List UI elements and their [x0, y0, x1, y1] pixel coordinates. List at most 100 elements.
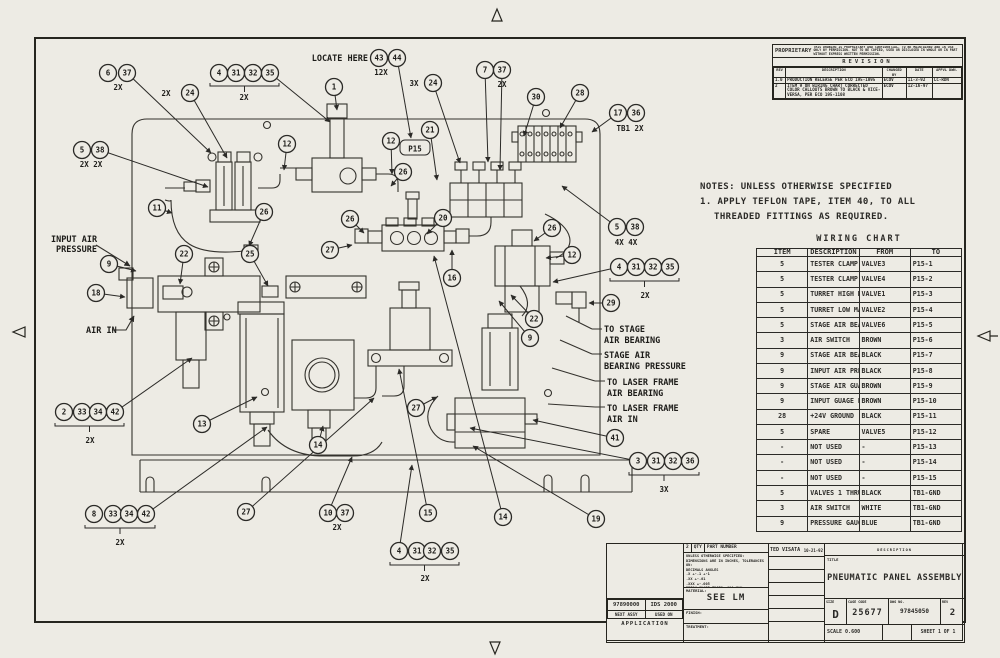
signature-block: TED VISATA 10-21-92 — [768, 543, 825, 643]
diagram-label: STAGE AIR — [604, 351, 651, 361]
table-cell: 3 — [755, 332, 809, 349]
balloon-38 — [625, 217, 645, 237]
drawing-number-row: SIZE D CAGE CODE 25677 DWG NO. 97845050 … — [825, 599, 964, 625]
leader-line — [561, 185, 618, 228]
balloon-number: 37 — [497, 66, 506, 75]
diagram-label: PRESSURE — [56, 245, 97, 255]
table-cell: TB1-GND — [909, 484, 963, 502]
finish-row: FINISH: — [684, 610, 768, 624]
table-cell: P15-11 — [909, 408, 963, 425]
balloon-number: 42 — [141, 510, 150, 519]
diagram-label: BEARING PRESSURE — [604, 362, 686, 372]
balloon-number: 36 — [685, 457, 695, 466]
table-cell: PRESSURE GAUGE WIRES — [807, 515, 860, 533]
leader-line — [397, 368, 429, 514]
table-cell: STAGE AIR BEARING — [807, 317, 860, 334]
balloon-number: 37 — [122, 69, 131, 78]
table-cell: NOT USED — [807, 439, 860, 456]
balloon-37 — [117, 63, 137, 83]
tolerance-line: .X +-.1 +-1 — [686, 572, 710, 577]
tolerance-line: .XXX +-.005 — [686, 581, 710, 586]
balloon-number: 32 — [427, 547, 436, 556]
table-cell: TURRET HIGH MAG — [807, 286, 860, 303]
qty-label: 2X — [113, 83, 123, 92]
rev-cell: REV 2 — [941, 599, 964, 624]
drawing-title: PNEUMATIC PANEL ASSEMBLY — [827, 573, 962, 583]
scale-value: SCALE 0.600 — [825, 625, 883, 641]
diagram-label: AIR IN — [607, 415, 638, 425]
tolerance-line: DIMENSIONS ARE IN INCHES, TOLERANCES ON: — [686, 558, 764, 568]
notes-line: NOTES: UNLESS OTHERWISE SPECIFIED — [700, 182, 893, 192]
balloon-4 — [389, 541, 409, 561]
qty-label: 12X — [374, 68, 388, 77]
edge-marks — [11, 7, 998, 656]
diagram-label: LOCATE HERE — [312, 54, 368, 64]
table-cell: +24V GROUND — [807, 408, 860, 425]
qty-label: TB1 2X — [616, 124, 644, 133]
balloon-number: 15 — [423, 509, 432, 518]
leader-line — [484, 69, 491, 163]
balloon-5 — [72, 140, 92, 160]
balloon-number: 38 — [95, 146, 105, 155]
table-cell: INPUT AIR PRESSURE — [807, 362, 860, 380]
material-row: MATERIAL: SEE LM — [684, 588, 768, 610]
table-cell: - — [858, 454, 911, 471]
balloon-36 — [680, 451, 700, 471]
balloon-12 — [381, 131, 401, 151]
cage-value: 25677 — [852, 608, 883, 618]
table-cell: VALVE6 — [858, 317, 911, 334]
balloon-29 — [601, 293, 621, 313]
leader-line — [269, 72, 331, 123]
diagram-label: AIR BEARING — [607, 389, 663, 399]
qty-label: 2X — [239, 93, 249, 102]
balloon-number: 17 — [613, 109, 622, 118]
balloon-22 — [174, 244, 194, 264]
table-cell: 5 — [755, 271, 809, 288]
balloon-number: 5 — [615, 223, 620, 232]
balloon-number: 38 — [630, 223, 640, 232]
tolerance-line: .XX +-.01 — [686, 576, 706, 581]
balloon-44 — [387, 48, 407, 68]
balloon-27 — [236, 502, 256, 522]
balloon-number: 36 — [631, 109, 641, 118]
signature-row — [769, 583, 824, 596]
qty-bracket — [389, 562, 460, 571]
balloon-number: 22 — [529, 315, 538, 324]
balloon-number: 3 — [636, 457, 641, 466]
balloon-37 — [492, 60, 512, 80]
p15-connector-tag — [399, 139, 431, 156]
diagram-label: AIR BEARING — [604, 336, 660, 346]
table-cell: 5 — [755, 286, 809, 303]
balloon-number: 32 — [668, 457, 677, 466]
table-cell: 9 — [755, 378, 809, 395]
balloon-26 — [542, 218, 562, 238]
qty-label: 3X — [409, 79, 419, 88]
balloon-35 — [440, 541, 460, 561]
table-cell: P15-10 — [909, 393, 963, 410]
leader-line — [432, 255, 504, 518]
balloon-number: 29 — [606, 299, 616, 308]
balloon-6 — [98, 63, 118, 83]
balloon-number: 19 — [591, 515, 601, 524]
table-cell: - — [858, 469, 911, 486]
balloon-number: 27 — [411, 404, 420, 413]
balloon-17 — [608, 103, 628, 123]
balloon-number: 33 — [108, 510, 118, 519]
table-cell: TESTER CLAMP OFF — [807, 255, 860, 273]
column-header: DESCRIPTION — [785, 66, 883, 79]
balloon-21 — [420, 120, 440, 140]
balloon-32 — [422, 541, 442, 561]
qty-label: 2X — [420, 574, 430, 583]
balloon-number: 42 — [110, 408, 119, 417]
table-cell — [931, 82, 963, 99]
signature-row — [769, 596, 824, 609]
diagram-label: TO LASER FRAME — [607, 404, 679, 414]
balloon-18 — [86, 283, 106, 303]
bottom-edge-mark — [489, 641, 501, 656]
